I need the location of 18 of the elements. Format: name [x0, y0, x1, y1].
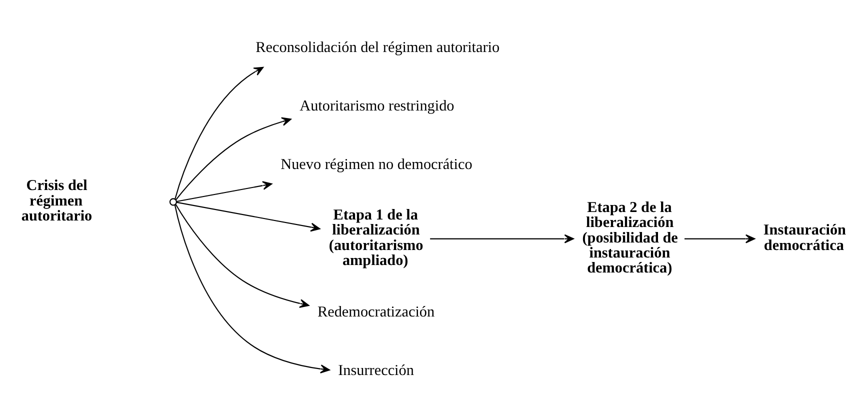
node-text: Nuevo régimen no democrático — [280, 156, 472, 174]
node-text: Crisis del régimen autoritario — [21, 177, 92, 225]
arrow — [174, 66, 264, 200]
arrow — [175, 204, 310, 308]
node-text: Reconsolidación del régimen autoritario — [256, 38, 500, 56]
arrow — [684, 234, 756, 244]
node-text: Insurrección — [338, 362, 414, 380]
node-text: Autoritarismo restringido — [300, 97, 454, 114]
node-text: Redemocratización — [318, 304, 435, 321]
arrow — [176, 202, 320, 232]
node-text: Etapa 1 de la liberalización (autoritarismo ampliado) — [328, 206, 424, 270]
node-circle — [169, 198, 178, 206]
arrow — [430, 234, 574, 244]
node-text: Etapa 2 de la liberalización (posibilidad de instauración democrática) — [582, 198, 678, 277]
arrow — [176, 181, 272, 202]
node-text: Instauración democrática — [763, 222, 846, 254]
arrow — [174, 204, 330, 374]
arrow — [175, 117, 292, 200]
